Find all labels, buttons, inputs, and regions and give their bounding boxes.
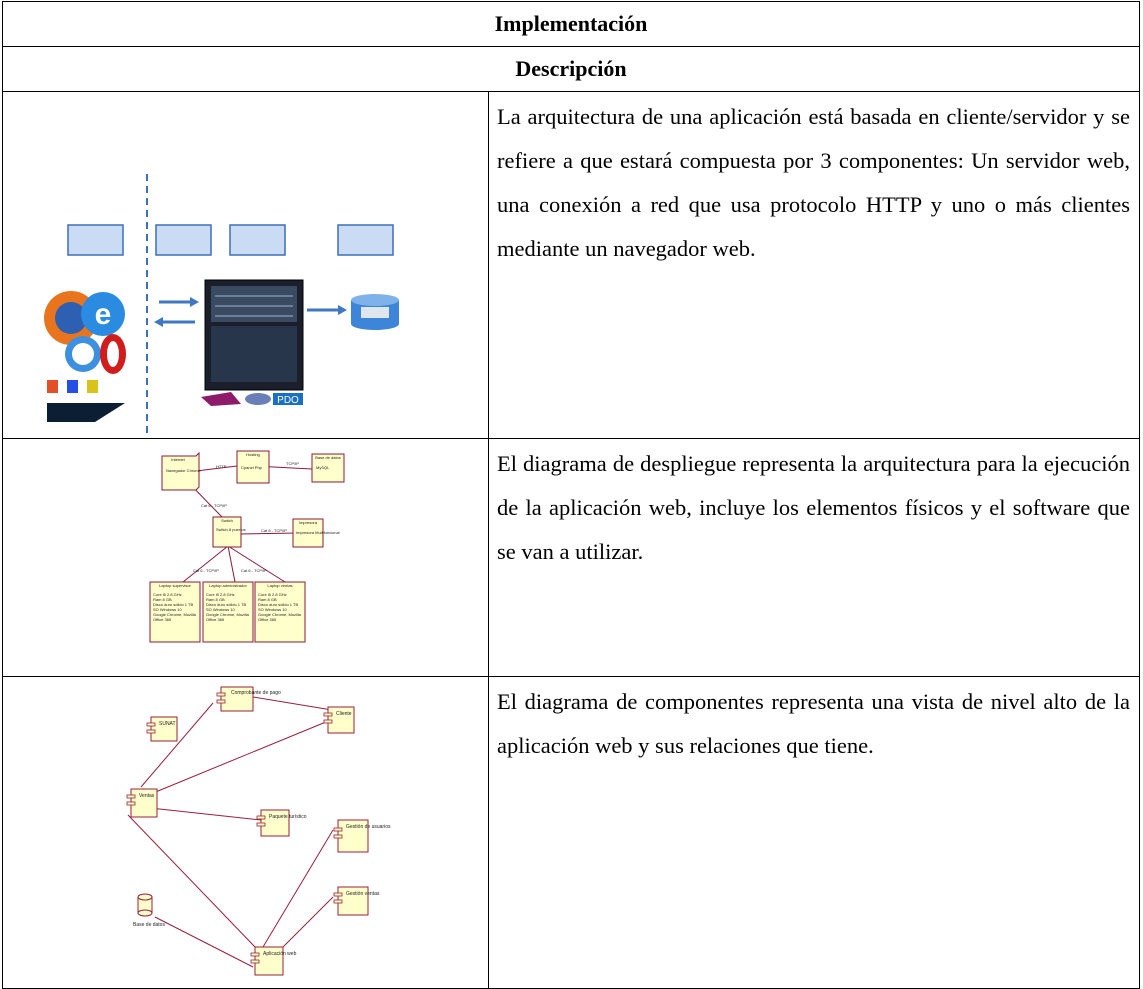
- svg-text:Google Chrome, Mozilla: Google Chrome, Mozilla: [153, 612, 197, 617]
- svg-text:Office 365: Office 365: [206, 617, 225, 622]
- svg-text:Hosting: Hosting: [246, 452, 260, 457]
- deployment-figure-cell: Internet Hosting Base de datos Switch Im…: [2, 438, 489, 677]
- laptop-specs-2: Core i5 2.8 GHz Ram 8 GB Disco duro sóli…: [206, 592, 250, 622]
- svg-text:Impresora: Impresora: [299, 520, 318, 525]
- pdo-label: PDO: [277, 395, 299, 406]
- component-figure-cell: Comprobante de pago SUNAT Cliente Ventas…: [2, 676, 489, 989]
- svg-text:Switch: Switch: [221, 518, 233, 523]
- database-cylinder: [137, 893, 153, 917]
- html5-icon: [47, 380, 58, 393]
- database-icon: [351, 294, 399, 330]
- svg-text:Internet: Internet: [171, 457, 185, 462]
- architecture-description: La arquitectura de una aplicación está b…: [497, 104, 1131, 261]
- svg-text:HTTP: HTTP: [216, 464, 227, 469]
- ie-icon: [81, 292, 125, 336]
- svg-text:SO Windows 10: SO Windows 10: [153, 607, 182, 612]
- svg-text:Paquete turístico: Paquete turístico: [269, 814, 307, 820]
- svg-text:Office 365: Office 365: [153, 617, 172, 622]
- browser-icons: e: [44, 291, 126, 422]
- svg-text:Ram 8 GB: Ram 8 GB: [206, 597, 225, 602]
- laptop-specs-1: Core i5 2.8 GHz Ram 8 GB Disco duro sóli…: [153, 592, 197, 622]
- svg-text:Core i5 2.8 GHz: Core i5 2.8 GHz: [153, 592, 182, 597]
- svg-text:Core i5 2.8 GHz: Core i5 2.8 GHz: [258, 592, 287, 597]
- description-cell-2: El diagrama de despliegue representa la …: [487, 438, 1141, 677]
- svg-text:Switch 8 puertos: Switch 8 puertos: [216, 527, 246, 532]
- svg-text:e: e: [95, 298, 112, 331]
- description-cell-1: La arquitectura de una aplicación está b…: [487, 91, 1141, 439]
- svg-text:Disco duro sólido 1 TB: Disco duro sólido 1 TB: [258, 602, 299, 607]
- js-icon: [87, 380, 98, 393]
- php-logo: [245, 393, 271, 405]
- description-cell-3: El diagrama de componentes representa un…: [487, 676, 1141, 989]
- svg-text:Base de datos: Base de datos: [133, 922, 165, 928]
- svg-text:Gestión ventas: Gestión ventas: [346, 891, 380, 897]
- svg-text:Ram 8 GB: Ram 8 GB: [258, 597, 277, 602]
- svg-text:Impresora Multifuncional: Impresora Multifuncional: [296, 530, 340, 535]
- svg-text:Navegador Chrome: Navegador Chrome: [166, 468, 202, 473]
- svg-text:TCP/IP: TCP/IP: [286, 461, 299, 466]
- component-boxes: [130, 686, 369, 976]
- svg-text:Aplicación web: Aplicación web: [263, 951, 297, 957]
- table-title: Implementación: [1, 1, 1141, 47]
- framework-logo: [47, 403, 125, 422]
- svg-text:SO Windows 10: SO Windows 10: [258, 607, 287, 612]
- svg-text:Base de datos: Base de datos: [315, 455, 341, 460]
- svg-text:Disco duro sólido 1 TB: Disco duro sólido 1 TB: [153, 602, 194, 607]
- table-subtitle: Descripción: [1, 46, 1141, 92]
- svg-text:Ram 8 GB: Ram 8 GB: [153, 597, 172, 602]
- apache-logo: [201, 392, 241, 406]
- svg-text:Cat 6 - TCP/IP: Cat 6 - TCP/IP: [193, 568, 219, 573]
- svg-text:Laptop supervisor: Laptop supervisor: [159, 583, 191, 588]
- svg-text:Office 365: Office 365: [258, 617, 277, 622]
- svg-text:Ventas: Ventas: [139, 793, 155, 799]
- architecture-diagram: e: [44, 174, 399, 433]
- app-label-box: [229, 224, 286, 256]
- deployment-description: El diagrama de despliegue representa la …: [497, 451, 1131, 564]
- db-label-box: [337, 224, 394, 256]
- svg-text:Gestión de usuarios: Gestión de usuarios: [346, 824, 391, 830]
- server-icon: [204, 279, 304, 391]
- web-label-box: [155, 224, 212, 256]
- svg-text:Cliente: Cliente: [336, 711, 352, 717]
- svg-text:Google Chrome, Mozilla: Google Chrome, Mozilla: [258, 612, 302, 617]
- deployment-diagram: Internet Hosting Base de datos Switch Im…: [149, 450, 345, 643]
- svg-text:Cpanel Php: Cpanel Php: [241, 465, 263, 470]
- pdo-logo: [273, 393, 303, 405]
- svg-text:SUNAT: SUNAT: [159, 721, 176, 727]
- svg-text:Cat 6 - TCP/IP: Cat 6 - TCP/IP: [201, 503, 227, 508]
- css3-icon: [67, 380, 78, 393]
- svg-text:Cat 6 - TCP/IP: Cat 6 - TCP/IP: [261, 528, 287, 533]
- svg-text:Laptop ventas: Laptop ventas: [267, 583, 292, 588]
- component-description: El diagrama de componentes representa un…: [497, 689, 1131, 758]
- svg-text:MySQL: MySQL: [316, 465, 330, 470]
- deployment-nodes: [149, 450, 345, 643]
- svg-text:Comprobante de pago: Comprobante de pago: [231, 690, 281, 696]
- laptop-specs-3: Core i5 2.8 GHz Ram 8 GB Disco duro sóli…: [258, 592, 302, 622]
- svg-text:SO Windows 10: SO Windows 10: [206, 607, 235, 612]
- svg-text:Disco duro sólido 1 TB: Disco duro sólido 1 TB: [206, 602, 247, 607]
- svg-text:Google Chrome, Mozilla: Google Chrome, Mozilla: [206, 612, 250, 617]
- component-diagram: Comprobante de pago SUNAT Cliente Ventas…: [126, 686, 391, 976]
- client-label-box: [67, 224, 124, 256]
- svg-text:Core i5 2.8 GHz: Core i5 2.8 GHz: [206, 592, 235, 597]
- svg-text:Cat 6 - TCP/IP: Cat 6 - TCP/IP: [241, 568, 267, 573]
- architecture-figure-cell: e: [2, 91, 489, 439]
- svg-text:Laptop administrador: Laptop administrador: [209, 583, 247, 588]
